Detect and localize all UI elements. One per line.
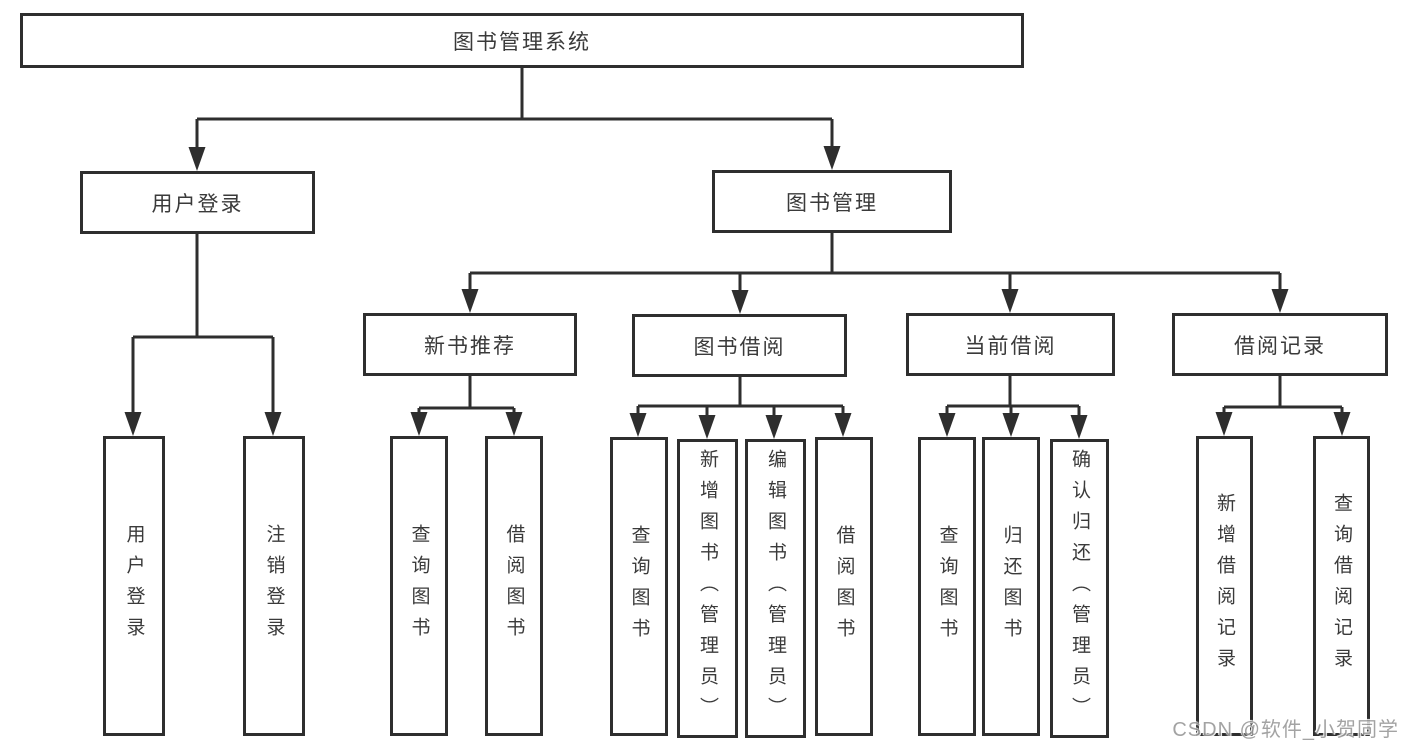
node-book-borrow-label: 图书借阅 [693,335,786,359]
leaf-add-book-admin: 新增图书（管理员） [677,439,738,738]
leaf-edit-book-admin-label: 编辑图书（管理员） [765,449,786,728]
node-user-login-label: 用户登录 [151,192,244,216]
node-root-system-label: 图书管理系统 [453,30,591,54]
node-root-system: 图书管理系统 [20,13,1024,68]
leaf-user-login: 用户登录 [103,436,165,736]
leaf-return-book: 归还图书 [982,437,1040,736]
node-borrow-record-label: 借阅记录 [1234,334,1326,358]
leaf-borrow-query-book: 查询图书 [610,437,668,736]
leaf-confirm-return-admin: 确认归还（管理员） [1050,439,1109,738]
leaf-borrow-book: 借阅图书 [815,437,873,736]
arrowheads [124,146,1351,439]
leaf-return-book-label: 归还图书 [1000,524,1022,649]
leaf-query-borrow-record-label: 查询借阅记录 [1331,493,1352,679]
leaf-query-borrow-record: 查询借阅记录 [1313,436,1370,736]
leaf-borrow-query-book-label: 查询图书 [628,524,650,649]
leaf-current-query-book: 查询图书 [918,437,976,736]
leaf-add-borrow-record: 新增借阅记录 [1196,436,1253,736]
leaf-borrow-book-label: 借阅图书 [833,524,855,649]
node-user-login: 用户登录 [80,171,315,234]
leaf-user-login-label: 用户登录 [123,524,145,648]
node-new-book-recommend: 新书推荐 [363,313,577,376]
node-book-management-label: 图书管理 [786,191,878,215]
leaf-recommend-query-book-label: 查询图书 [408,524,430,648]
leaf-logout: 注销登录 [243,436,305,736]
leaf-add-book-admin-label: 新增图书（管理员） [697,449,718,728]
leaf-edit-book-admin: 编辑图书（管理员） [745,439,806,738]
node-current-borrow-label: 当前借阅 [964,334,1057,358]
node-current-borrow: 当前借阅 [906,313,1115,376]
leaf-confirm-return-admin-label: 确认归还（管理员） [1069,449,1090,728]
node-book-management: 图书管理 [712,170,952,233]
node-book-borrow: 图书借阅 [632,314,847,377]
leaf-recommend-query-book: 查询图书 [390,436,448,736]
node-new-book-recommend-label: 新书推荐 [424,334,516,358]
csdn-watermark: CSDN @软件_小贺同学 [1172,719,1399,741]
node-borrow-record: 借阅记录 [1172,313,1388,376]
leaf-logout-label: 注销登录 [263,524,285,648]
leaf-recommend-borrow-book: 借阅图书 [485,436,543,736]
leaf-current-query-book-label: 查询图书 [936,524,958,649]
leaf-recommend-borrow-book-label: 借阅图书 [503,524,525,648]
leaf-add-borrow-record-label: 新增借阅记录 [1214,493,1235,679]
